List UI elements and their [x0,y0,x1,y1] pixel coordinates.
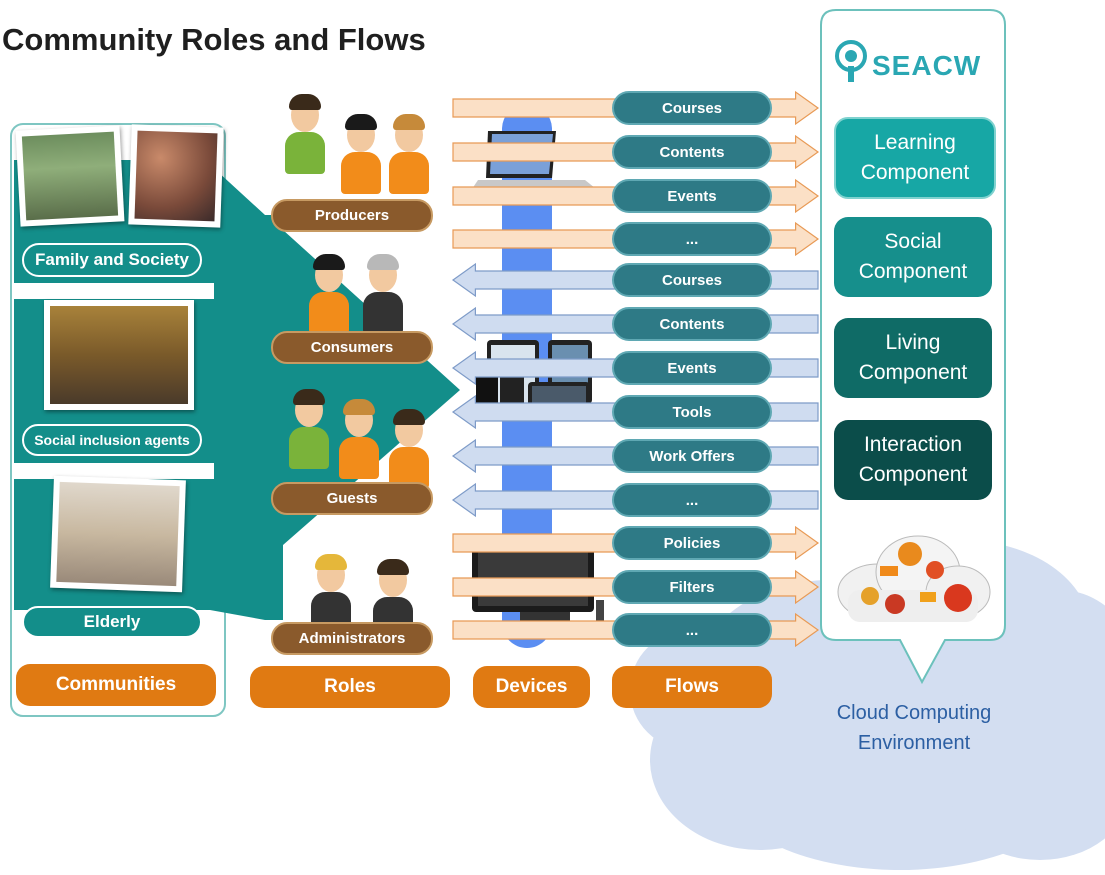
flow-pill: Contents [612,135,772,169]
flow-pill: ... [612,222,772,256]
seacw-logo-text: SEACW [872,50,982,81]
flow-pill: Policies [612,526,772,560]
family-photo [15,125,125,227]
flow-pill: Work Offers [612,439,772,473]
flow-pill: Events [612,351,772,385]
devices-label: Devices [473,666,590,708]
person-icon [284,385,334,470]
person-icon [358,250,408,335]
classroom-photo [44,300,194,410]
seacw-logo-icon [835,40,867,82]
roles-label: Roles [250,666,450,708]
person-icon [280,90,330,175]
elderly-photo [50,475,186,593]
flow-pill: Tools [612,395,772,429]
community-elderly: Elderly [22,606,202,638]
flows-label: Flows [612,666,772,708]
social-component: Social Component [834,217,992,297]
flow-pill: Contents [612,307,772,341]
interaction-component: Interaction Component [834,420,992,500]
person-icon [384,110,434,195]
person-icon [336,110,386,195]
role-administrators: Administrators [271,622,433,655]
person-icon [384,405,434,490]
flow-pill: ... [612,483,772,517]
flow-pill: Filters [612,570,772,604]
learning-component: Learning Component [834,117,996,199]
gear-cloud-icon [837,535,991,622]
flow-pill: ... [612,613,772,647]
crowd-photo [128,124,224,228]
living-component: Living Component [834,318,992,398]
person-icon [304,250,354,335]
cloud-label-line1: Cloud Computing [836,702,992,724]
communities-label: Communities [16,664,216,706]
flow-pill: Courses [612,91,772,125]
flow-pill: Events [612,179,772,213]
person-icon [334,395,384,480]
role-producers: Producers [271,199,433,232]
cloud-label-line2: Environment [857,732,971,754]
role-consumers: Consumers [271,331,433,364]
cloud-label: Cloud Computing Environment [800,698,1028,758]
community-family-society: Family and Society [22,243,202,277]
role-guests: Guests [271,482,433,515]
page-title: Community Roles and Flows [2,22,426,57]
flow-pill: Courses [612,263,772,297]
community-social-inclusion: Social inclusion agents [22,424,202,456]
